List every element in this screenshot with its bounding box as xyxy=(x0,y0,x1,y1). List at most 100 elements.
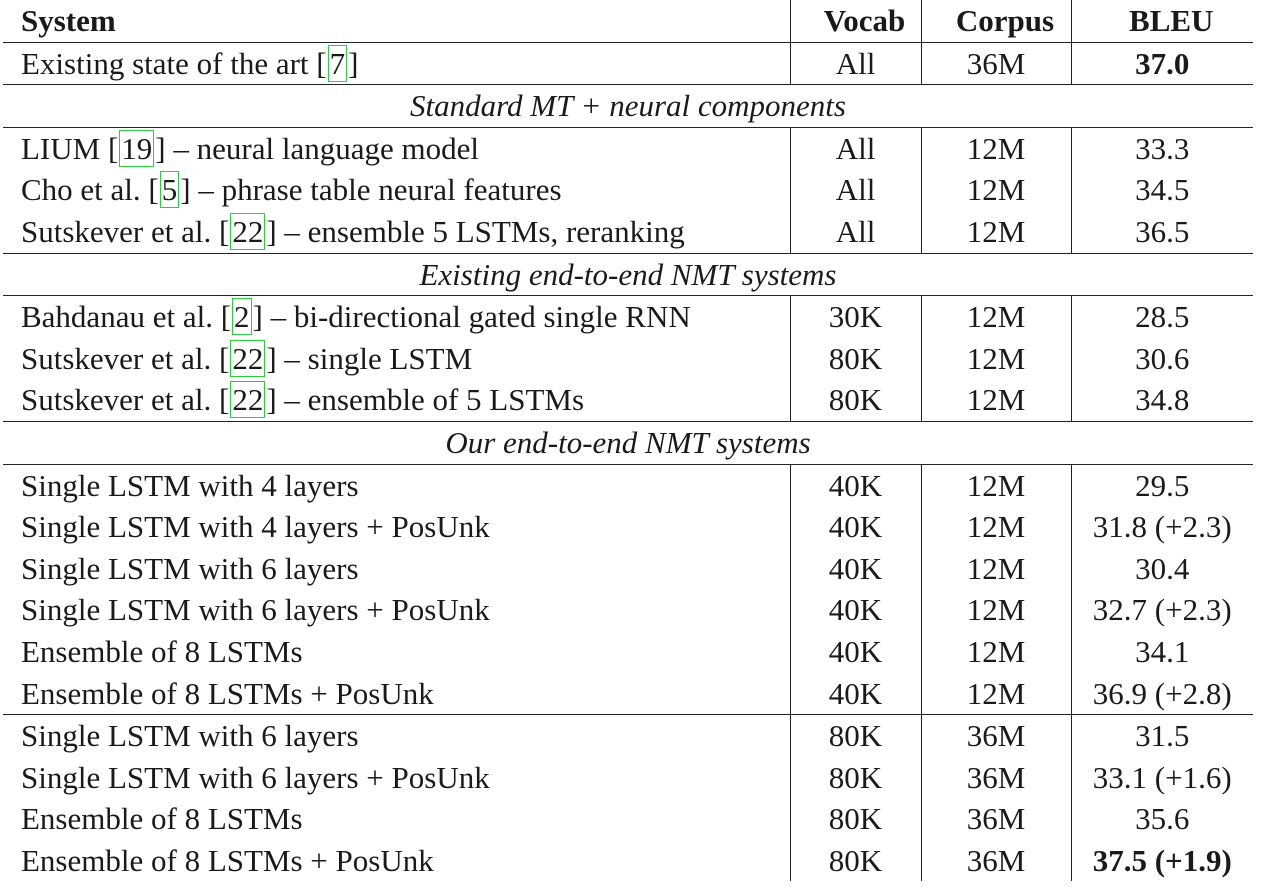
system-text: Single LSTM with 4 layers + PosUnk xyxy=(21,509,490,545)
header-system: System xyxy=(3,0,790,43)
header-bleu: BLEU xyxy=(1070,0,1253,43)
system-text-suffix: ] – neural language model xyxy=(155,130,479,166)
vocab-cell: 30K xyxy=(789,295,921,338)
system-text: Single LSTM with 4 layers xyxy=(21,467,359,503)
vocab-cell: All xyxy=(789,210,921,254)
system-text-suffix: ] – ensemble of 5 LSTMs xyxy=(266,382,585,418)
vocab-cell: 80K xyxy=(789,839,921,882)
vocab-cell: 80K xyxy=(789,714,921,757)
system-cell: Sutskever et al. [22] – single LSTM xyxy=(3,338,790,380)
bleu-cell: 31.5 xyxy=(1070,714,1253,757)
system-cell: Single LSTM with 4 layers + PosUnk xyxy=(3,506,790,548)
corpus-cell: 12M xyxy=(920,547,1071,590)
system-cell: LIUM [19] – neural language model xyxy=(3,127,790,169)
system-text: Single LSTM with 6 layers xyxy=(21,718,359,754)
vocab-cell: All xyxy=(789,169,921,211)
vocab-cell: 40K xyxy=(789,630,921,673)
vocab-cell: 40K xyxy=(789,506,921,548)
bleu-cell: 35.6 xyxy=(1070,798,1253,840)
citation-link[interactable]: 7 xyxy=(327,44,348,82)
bleu-cell: 34.1 xyxy=(1070,630,1253,673)
vocab-cell: 80K xyxy=(789,798,921,840)
vocab-cell: 80K xyxy=(789,756,921,799)
citation-link[interactable]: 22 xyxy=(230,381,266,419)
citation-link[interactable]: 22 xyxy=(230,212,266,250)
system-text-suffix: ] xyxy=(348,45,359,81)
vocab-cell: 40K xyxy=(789,672,921,715)
system-cell: Single LSTM with 6 layers xyxy=(3,714,790,757)
system-cell: Bahdanau et al. [2] – bi-directional gat… xyxy=(3,296,790,338)
system-text: Single LSTM with 6 layers xyxy=(21,550,359,586)
system-text: Sutskever et al. [ xyxy=(21,340,230,376)
bleu-cell: 30.6 xyxy=(1070,337,1253,380)
vocab-cell: 40K xyxy=(789,589,921,631)
bleu-cell: 37.5 (+1.9) xyxy=(1070,839,1253,882)
table-row: Bahdanau et al. [2] – bi-directional gat… xyxy=(3,295,1253,338)
bleu-cell: 31.8 (+2.3) xyxy=(1070,506,1253,548)
system-text: Ensemble of 8 LSTMs + PosUnk xyxy=(21,842,434,878)
system-text: Bahdanau et al. [ xyxy=(21,299,232,335)
bleu-cell: 29.5 xyxy=(1070,464,1253,507)
vocab-cell: All xyxy=(789,42,921,85)
section-header-row: Existing end-to-end NMT systems xyxy=(3,252,1253,297)
system-text-suffix: ] – phrase table neural features xyxy=(180,172,562,208)
bleu-cell: 37.0 xyxy=(1070,42,1253,85)
vocab-cell: 40K xyxy=(789,547,921,590)
corpus-cell: 36M xyxy=(920,42,1071,85)
system-text: Existing state of the art [ xyxy=(21,45,327,81)
system-text-suffix: ] – single LSTM xyxy=(266,340,473,376)
system-text-suffix: ] – ensemble 5 LSTMs, reranking xyxy=(266,213,685,249)
bleu-cell: 32.7 (+2.3) xyxy=(1070,589,1253,631)
corpus-cell: 12M xyxy=(920,210,1071,254)
citation-link[interactable]: 5 xyxy=(159,171,180,209)
system-text: Ensemble of 8 LSTMs xyxy=(21,633,303,669)
citation-link[interactable]: 22 xyxy=(230,339,266,377)
bleu-cell: 30.4 xyxy=(1070,547,1253,590)
section-title: Our end-to-end NMT systems xyxy=(3,420,1253,465)
system-text: Sutskever et al. [ xyxy=(21,382,230,418)
system-cell: Single LSTM with 6 layers + PosUnk xyxy=(3,757,790,799)
table-row: Cho et al. [5] – phrase table neural fea… xyxy=(3,169,1253,211)
corpus-cell: 36M xyxy=(920,798,1071,840)
section-header-row: Standard MT + neural components xyxy=(3,84,1253,128)
system-text-suffix: ] – bi-directional gated single RNN xyxy=(252,299,691,335)
corpus-cell: 12M xyxy=(920,589,1071,631)
vocab-cell: 40K xyxy=(789,464,921,507)
system-cell: Cho et al. [5] – phrase table neural fea… xyxy=(3,169,790,211)
system-cell: Ensemble of 8 LSTMs + PosUnk xyxy=(3,673,790,715)
corpus-cell: 12M xyxy=(920,127,1071,170)
bleu-cell: 28.5 xyxy=(1070,295,1253,338)
system-cell: Ensemble of 8 LSTMs xyxy=(3,631,790,673)
corpus-cell: 12M xyxy=(920,464,1071,507)
header-corpus: Corpus xyxy=(920,0,1071,43)
system-text: Sutskever et al. [ xyxy=(21,213,230,249)
system-cell: Single LSTM with 6 layers + PosUnk xyxy=(3,589,790,631)
system-cell: Ensemble of 8 LSTMs + PosUnk xyxy=(3,840,790,882)
table-row: Sutskever et al. [22] – ensemble 5 LSTMs… xyxy=(3,210,1253,254)
citation-link[interactable]: 2 xyxy=(232,298,252,336)
corpus-cell: 36M xyxy=(920,839,1071,882)
section-title: Existing end-to-end NMT systems xyxy=(3,252,1253,297)
corpus-cell: 12M xyxy=(920,295,1071,338)
table-header-row: System Vocab Corpus BLEU xyxy=(3,0,1253,43)
system-text: Single LSTM with 6 layers + PosUnk xyxy=(21,592,490,628)
system-cell: Single LSTM with 6 layers xyxy=(3,548,790,590)
bleu-cell: 33.1 (+1.6) xyxy=(1070,756,1253,799)
citation-link[interactable]: 19 xyxy=(119,129,155,167)
bleu-cell: 33.3 xyxy=(1070,127,1253,170)
results-table: System Vocab Corpus BLEU Existing state … xyxy=(3,0,1253,882)
section-title: Standard MT + neural components xyxy=(3,84,1253,128)
system-text: Cho et al. [ xyxy=(21,172,159,208)
